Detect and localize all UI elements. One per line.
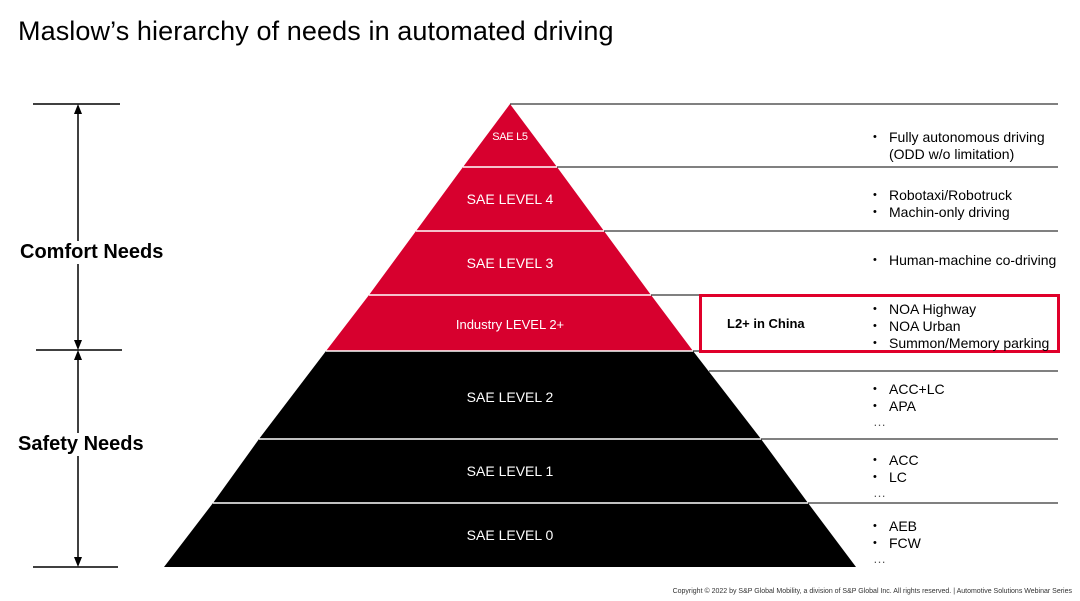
list-item: Robotaxi/Robotruck [872,187,1012,204]
list-item: LC [872,469,919,486]
band-separators [213,166,808,504]
list-item: NOA Urban [872,318,1049,335]
needs-brackets [33,103,122,568]
row-lines [510,103,1058,504]
pyramid-band-l2plus [326,295,693,351]
bracket-arrowheads [74,104,82,567]
ellipsis: … [873,485,887,500]
list-item: FCW [872,535,921,552]
level-label-l5: SAE L5 [492,131,528,143]
list-item: Human-machine co-driving [872,252,1056,269]
pyramid-band-l5 [463,104,557,167]
ellipsis: … [873,414,887,429]
description-l5: Fully autonomous driving (ODD w/o limita… [872,129,1045,163]
list-item: NOA Highway [872,301,1049,318]
level-label-l4: SAE LEVEL 4 [467,191,554,207]
level-label-l0: SAE LEVEL 0 [467,527,554,543]
list-item: Summon/Memory parking [872,335,1049,352]
description-l2plus: NOA Highway NOA Urban Summon/Memory park… [872,301,1049,352]
description-l2: ACC+LC APA … [872,381,945,429]
list-item: Fully autonomous driving (ODD w/o limita… [872,129,1045,163]
description-l1: ACC LC … [872,452,919,500]
list-item: ACC [872,452,919,469]
list-item: Machin-only driving [872,204,1012,221]
level-label-l2: SAE LEVEL 2 [467,389,554,405]
description-l3: Human-machine co-driving [872,252,1056,269]
comfort-needs-label: Comfort Needs [18,241,166,264]
ellipsis: … [873,551,887,566]
description-l0: AEB FCW … [872,518,921,566]
copyright-footer: Copyright © 2022 by S&P Global Mobility,… [672,588,1072,595]
list-item: AEB [872,518,921,535]
level-label-l2plus: Industry LEVEL 2+ [456,317,564,332]
description-l4: Robotaxi/Robotruck Machin-only driving [872,187,1012,221]
page-title: Maslow’s hierarchy of needs in automated… [18,16,614,46]
level-label-l3: SAE LEVEL 3 [467,255,554,271]
pyramid-band-l3 [369,231,651,295]
list-item: APA [872,398,945,415]
l2plus-china-label: L2+ in China [727,316,805,331]
pyramid-band-l2 [259,351,761,439]
level-label-l1: SAE LEVEL 1 [467,463,554,479]
pyramid-band-l1 [213,439,808,503]
pyramid-band-l0 [164,503,856,567]
list-item: ACC+LC [872,381,945,398]
pyramid-band-l4 [416,167,604,231]
safety-needs-label: Safety Needs [16,433,146,456]
